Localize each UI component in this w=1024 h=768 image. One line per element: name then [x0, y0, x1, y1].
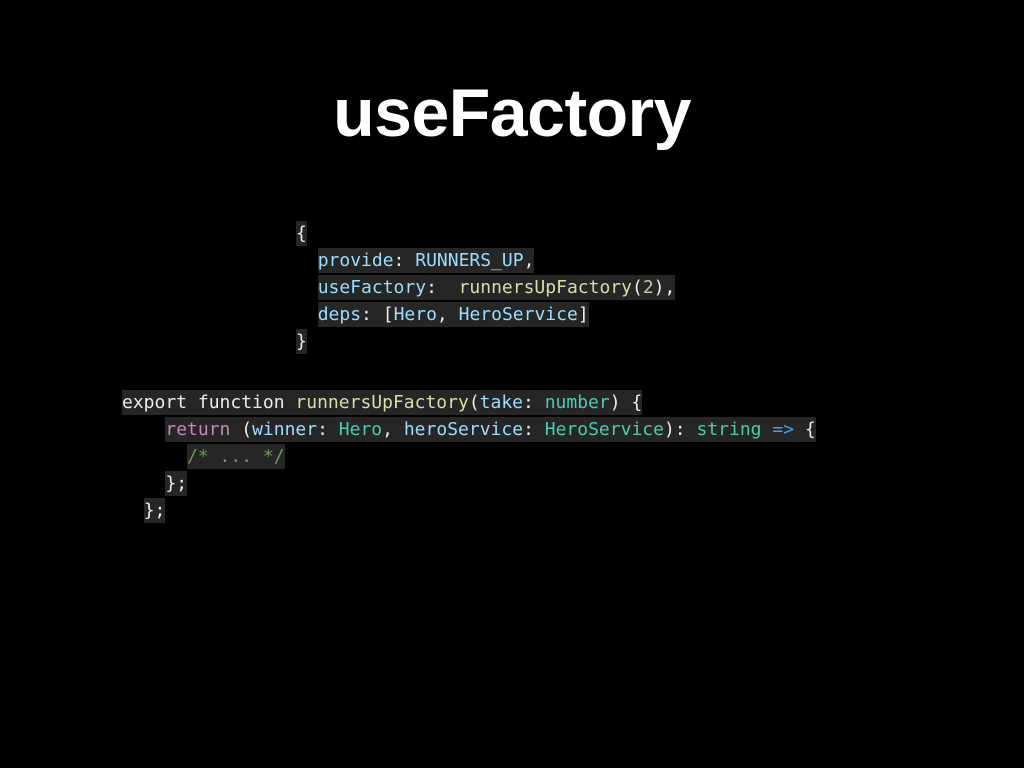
code-token-comment: /* ... */	[187, 446, 285, 467]
code-line: /* ... */	[122, 443, 816, 470]
code-token-plain: {	[296, 223, 307, 244]
code-line: return (winner: Hero, heroService: HeroS…	[122, 416, 816, 443]
code-line-highlight: };	[165, 471, 188, 496]
code-indent	[122, 446, 187, 467]
code-line: deps: [Hero, HeroService]	[296, 301, 675, 328]
factory-function-code-block: export function runnersUpFactory(take: n…	[122, 389, 816, 524]
code-token-plain: }	[296, 331, 307, 352]
slide-title: useFactory	[333, 75, 691, 151]
code-token-type: string	[696, 419, 762, 440]
code-token-function-name: runnersUpFactory	[295, 392, 469, 413]
code-token-plain: ) {	[609, 392, 643, 413]
code-line: };	[122, 470, 816, 497]
code-token-identifier: RUNNERS_UP	[415, 250, 524, 271]
code-token-type: HeroService	[544, 419, 664, 440]
code-token-type: number	[544, 392, 610, 413]
code-token-plain: ,	[436, 304, 459, 325]
code-line-highlight: /* ... */	[187, 444, 285, 469]
code-token-plain	[187, 392, 198, 413]
code-line-highlight: provide: RUNNERS_UP,	[317, 248, 535, 273]
code-token-plain: ,	[523, 250, 535, 271]
code-token-plain: ,	[382, 419, 404, 440]
code-indent	[296, 277, 318, 298]
code-token-plain: :	[393, 250, 416, 271]
code-line-highlight: useFactory: runnersUpFactory(2),	[317, 275, 676, 300]
code-token-plain: :	[317, 419, 339, 440]
code-line: {	[296, 220, 675, 247]
code-indent	[296, 304, 318, 325]
code-line-highlight: {	[296, 221, 307, 246]
code-token-identifier: Hero	[393, 304, 437, 325]
code-line: };	[122, 497, 816, 524]
code-token-type: Hero	[338, 419, 383, 440]
code-token-identifier: deps	[317, 304, 362, 325]
code-line-highlight: return (winner: Hero, heroService: HeroS…	[165, 417, 816, 442]
code-token-plain: ):	[663, 419, 697, 440]
code-token-plain: :	[523, 392, 545, 413]
code-token-identifier: provide	[317, 250, 394, 271]
code-token-plain: {	[794, 419, 816, 440]
code-token-plain: (	[631, 277, 643, 298]
code-token-plain: (	[230, 419, 253, 440]
code-token-plain: :	[426, 277, 459, 298]
code-line-highlight: deps: [Hero, HeroService]	[317, 302, 589, 327]
code-indent	[122, 473, 165, 494]
code-line: }	[296, 328, 675, 355]
code-line-highlight: export function runnersUpFactory(take: n…	[122, 390, 643, 415]
code-line: provide: RUNNERS_UP,	[296, 247, 675, 274]
code-token-identifier: HeroService	[458, 304, 578, 325]
code-token-number: 2	[642, 277, 654, 298]
code-token-plain: ]	[577, 304, 589, 325]
code-token-keyword: =>	[772, 419, 795, 440]
code-token-plain: (	[468, 392, 480, 413]
code-token-plain: };	[143, 500, 166, 521]
code-token-identifier: winner	[252, 419, 318, 440]
code-line: export function runnersUpFactory(take: n…	[122, 389, 816, 416]
code-indent	[296, 250, 318, 271]
code-token-keyword-control: return	[165, 419, 231, 440]
code-indent	[122, 419, 165, 440]
code-token-plain: export	[122, 392, 188, 413]
code-token-identifier: take	[479, 392, 524, 413]
code-token-plain: };	[165, 473, 188, 494]
code-token-plain: :	[523, 419, 545, 440]
code-token-plain: function	[197, 392, 285, 413]
provider-config-code-block: { provide: RUNNERS_UP, useFactory: runne…	[296, 220, 676, 355]
code-token-function-name: runnersUpFactory	[458, 277, 632, 298]
code-token-plain: ),	[653, 277, 676, 298]
code-line-highlight: }	[296, 329, 307, 354]
code-line: useFactory: runnersUpFactory(2),	[296, 274, 676, 301]
code-token-identifier: useFactory	[317, 277, 427, 298]
code-token-plain	[285, 392, 296, 413]
code-token-identifier: heroService	[403, 419, 524, 440]
code-indent	[122, 500, 144, 521]
code-token-plain: : [	[361, 304, 394, 325]
code-token-plain	[762, 419, 773, 440]
code-line-highlight: };	[143, 498, 166, 523]
